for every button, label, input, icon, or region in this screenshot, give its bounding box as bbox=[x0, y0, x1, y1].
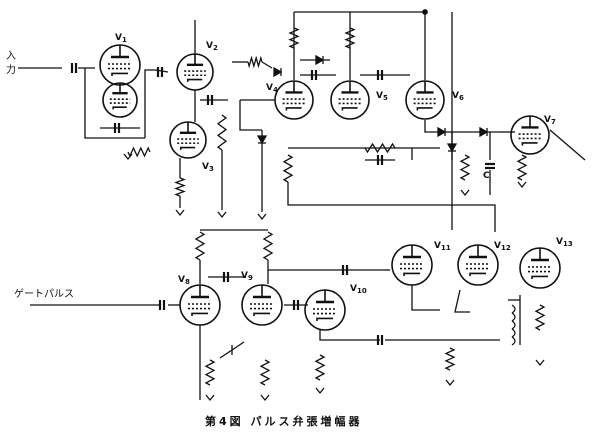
wire bbox=[411, 285, 440, 311]
wire bbox=[144, 69, 155, 138]
tube-label-v12: V12 bbox=[494, 241, 511, 252]
diode bbox=[437, 126, 447, 138]
ground-symbol bbox=[260, 394, 270, 402]
ground-symbol bbox=[315, 387, 325, 395]
wire bbox=[319, 330, 380, 341]
tube-cathode bbox=[253, 312, 270, 316]
transformer-coil bbox=[511, 328, 516, 338]
figure-caption: 第4図 パルス弁張増幅器 bbox=[205, 415, 363, 428]
ground-symbol bbox=[445, 379, 455, 387]
resistor bbox=[534, 304, 546, 331]
transformer-coil bbox=[511, 336, 516, 346]
ground-symbol bbox=[257, 213, 267, 221]
wire bbox=[424, 120, 500, 133]
components bbox=[70, 27, 546, 402]
tube-cathode bbox=[403, 272, 420, 276]
wire bbox=[549, 129, 586, 161]
tube-cathode bbox=[531, 275, 548, 279]
tube-cathode bbox=[112, 106, 127, 110]
tube-label-v4: V4 bbox=[266, 83, 278, 94]
ground-symbol bbox=[535, 359, 545, 367]
wire bbox=[84, 68, 145, 139]
ground-symbol bbox=[175, 209, 185, 217]
diode bbox=[479, 126, 489, 138]
tube-label-v5: V5 bbox=[376, 91, 388, 102]
vacuum-tubes bbox=[99, 44, 561, 331]
resistor bbox=[459, 154, 471, 181]
junction-dot bbox=[422, 9, 428, 15]
diode bbox=[315, 54, 325, 66]
ground-symbol bbox=[460, 189, 470, 197]
tube-label-v6: V6 bbox=[452, 91, 464, 102]
resistor bbox=[259, 359, 271, 386]
tube-cathode bbox=[316, 317, 333, 321]
tube-label-v2: V2 bbox=[206, 41, 218, 52]
wire bbox=[219, 341, 245, 359]
diode bbox=[446, 143, 458, 153]
input-label-1: 入 bbox=[6, 51, 16, 62]
ground-symbol bbox=[123, 153, 133, 161]
tube-cathode bbox=[416, 107, 433, 111]
transformer-coil bbox=[511, 320, 516, 330]
wire bbox=[261, 61, 273, 69]
wire bbox=[454, 289, 470, 313]
resistor bbox=[444, 347, 456, 371]
b-plus-rail bbox=[294, 11, 426, 80]
tube-cathode bbox=[285, 107, 302, 111]
resistor bbox=[194, 231, 206, 261]
resistor bbox=[216, 114, 228, 151]
capacitor-c-label: C bbox=[483, 171, 490, 181]
ground-symbol bbox=[217, 211, 227, 219]
tube-label-v10: V10 bbox=[350, 284, 367, 295]
tube-cathode bbox=[187, 78, 203, 82]
wire bbox=[287, 182, 496, 232]
resistor bbox=[516, 154, 528, 181]
resistor bbox=[344, 27, 356, 49]
resistor bbox=[282, 154, 294, 183]
tube-label-v8: V8 bbox=[178, 275, 190, 286]
transformer-coil bbox=[511, 312, 516, 322]
tube-label-v9: V9 bbox=[241, 271, 253, 282]
tube-cathode bbox=[341, 107, 358, 111]
ground-symbol bbox=[517, 181, 527, 189]
transformer-coil bbox=[511, 304, 516, 314]
tube-cathode bbox=[521, 142, 538, 146]
tube-label-v13: V13 bbox=[556, 237, 573, 248]
resistor bbox=[262, 231, 274, 261]
resistor bbox=[127, 146, 151, 158]
input-label-2: 力 bbox=[6, 65, 16, 76]
wires bbox=[18, 9, 586, 400]
resistor bbox=[174, 177, 186, 197]
tube-label-v11: V11 bbox=[434, 241, 451, 252]
tube-cathode bbox=[111, 72, 128, 76]
resistor bbox=[247, 55, 263, 69]
ground-symbol bbox=[205, 394, 215, 402]
diode bbox=[256, 135, 268, 145]
tube-label-v7: V7 bbox=[544, 115, 556, 126]
tube-label-v1: V1 bbox=[115, 33, 127, 44]
wire bbox=[239, 100, 262, 131]
tube-cathode bbox=[191, 312, 208, 316]
tube-cathode bbox=[180, 146, 196, 150]
tube-label-v3: V3 bbox=[202, 162, 214, 173]
resistor bbox=[204, 359, 216, 386]
diode bbox=[273, 66, 283, 78]
resistor bbox=[364, 142, 396, 154]
gate-pulse-label: ゲートパルス bbox=[14, 289, 74, 300]
resistor bbox=[314, 354, 326, 381]
resistor bbox=[288, 27, 300, 49]
tube-cathode bbox=[469, 272, 486, 276]
